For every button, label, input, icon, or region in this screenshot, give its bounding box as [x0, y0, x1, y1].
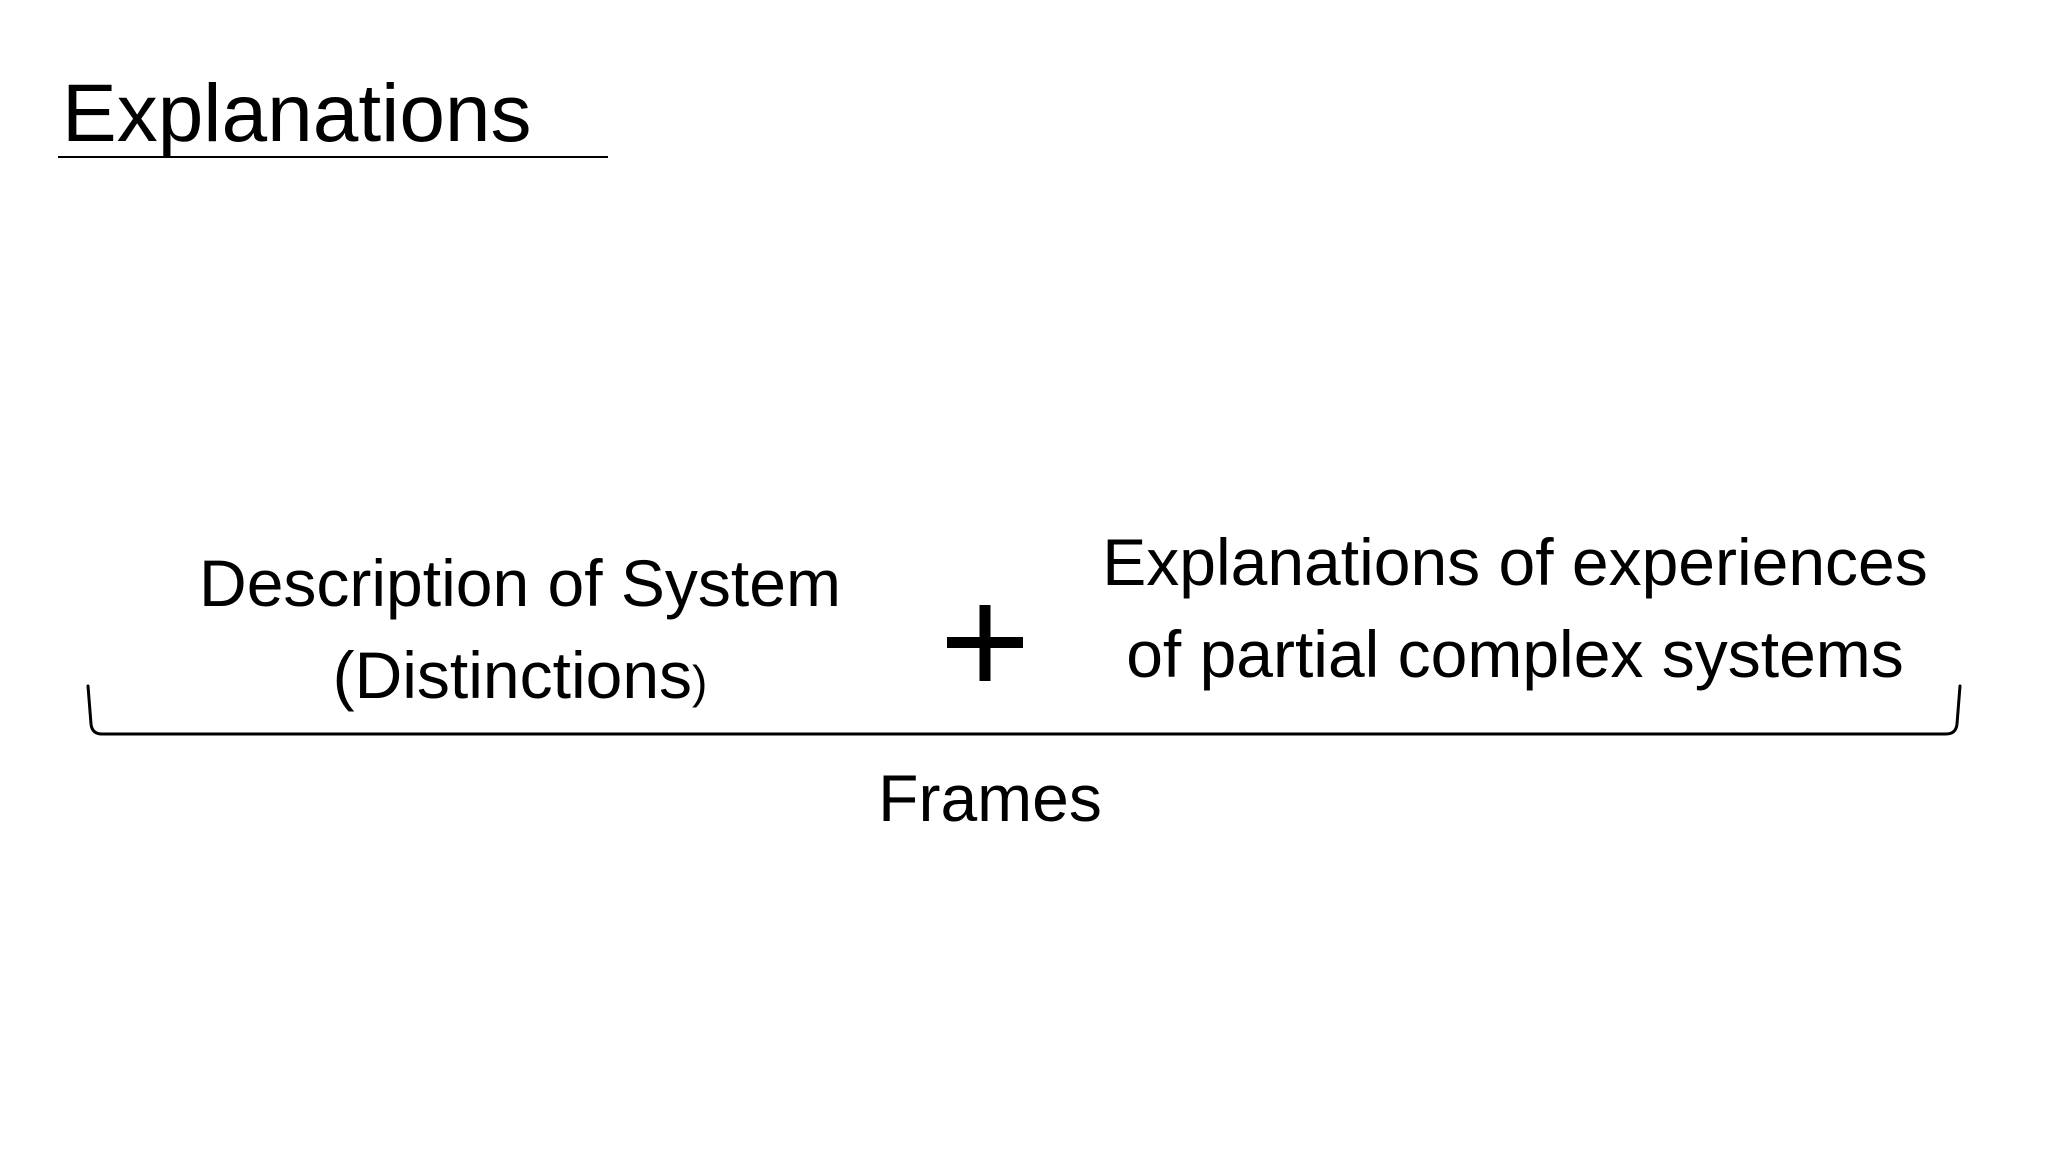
description-line-2: (Distinctions)	[150, 629, 890, 728]
closing-paren: )	[692, 656, 708, 708]
slide-title: Explanations	[62, 68, 532, 159]
explanations-line-2: of partial complex systems	[1126, 617, 1904, 691]
description-of-system-block: Description of System (Distinctions)	[150, 537, 890, 728]
distinctions-text: (Distinctions	[332, 638, 693, 712]
title-underline	[58, 156, 608, 158]
description-line-1: Description of System	[199, 546, 841, 620]
explanations-line-1: Explanations of experiences	[1102, 525, 1928, 599]
frames-label: Frames	[878, 761, 1102, 835]
plus-icon	[947, 605, 1023, 681]
explanations-of-experiences-block: Explanations of experiences of partial c…	[1050, 516, 1980, 700]
